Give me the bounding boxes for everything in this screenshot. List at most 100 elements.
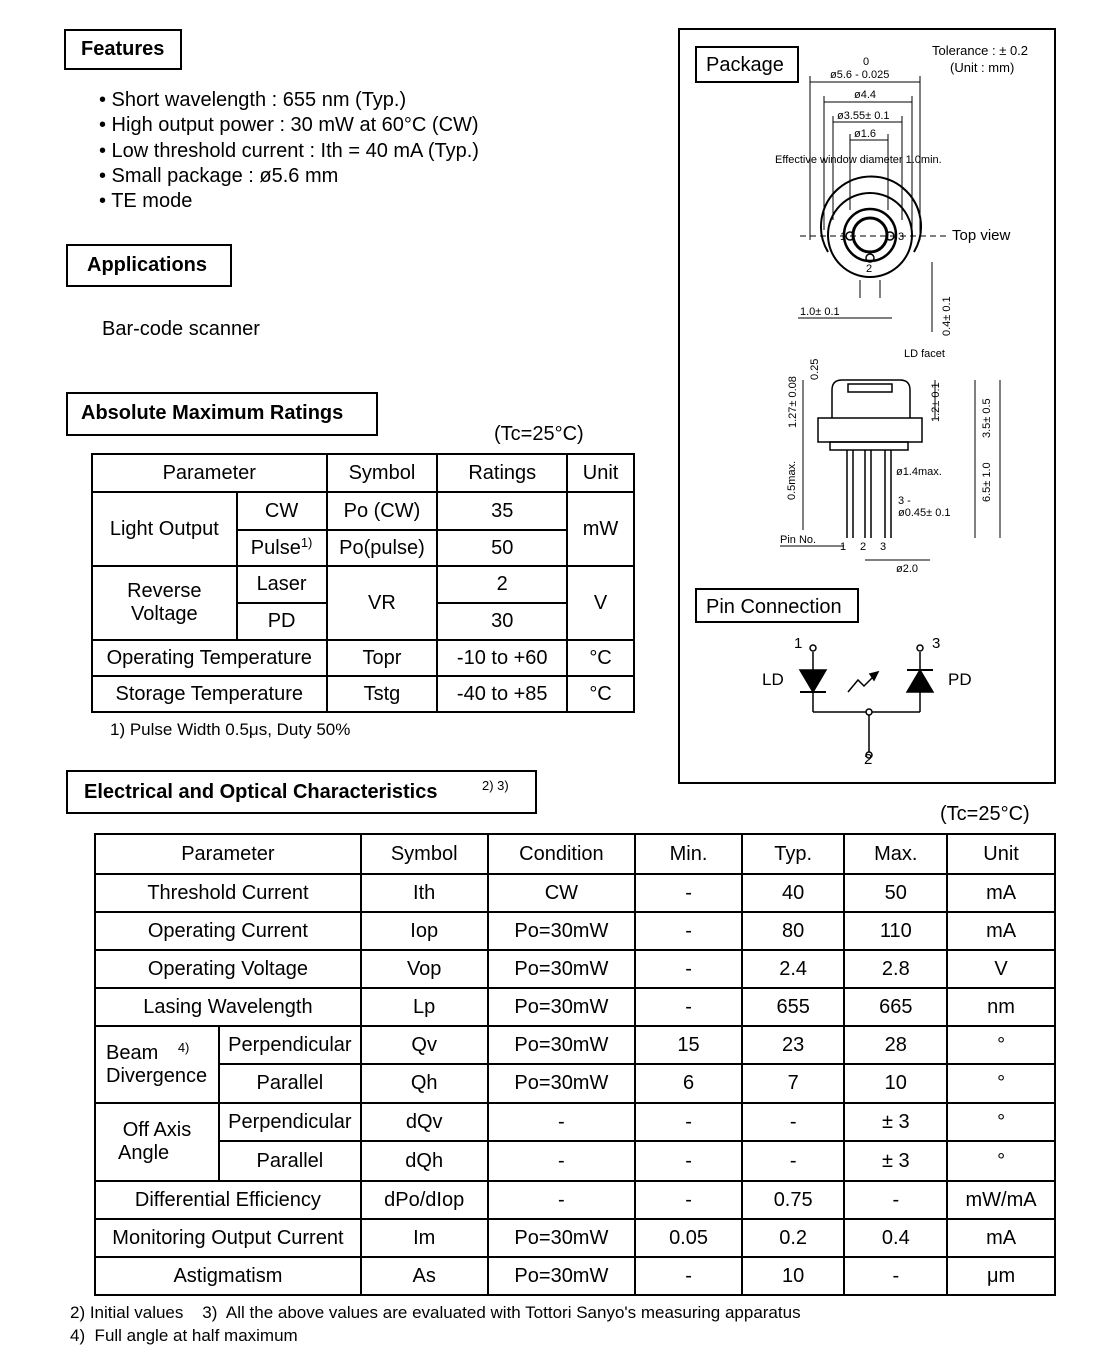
eoc-param: Operating Current <box>94 911 362 951</box>
eoc-cond: Po=30mW <box>486 987 637 1027</box>
package-dim3: 3 - <box>898 495 911 507</box>
package-d355: ø3.55± 0.1 <box>837 110 890 122</box>
eoc-parallel: Parallel <box>217 1140 362 1182</box>
eoc-unit: nm <box>946 987 1056 1027</box>
eoc-sym: Ith <box>359 873 489 913</box>
amr-vr: VR <box>325 565 439 641</box>
feature-item: • Short wavelength : 655 nm (Typ.) <box>99 89 407 111</box>
eoc-parallel: Parallel <box>217 1063 362 1104</box>
eoc-beam-note: 4) <box>177 1039 190 1055</box>
eoc-max: ± 3 <box>843 1102 949 1142</box>
package-dim127: 1.27± 0.08 <box>787 376 799 428</box>
amr-rating: 50 <box>436 529 569 567</box>
eoc-unit: mW/mA <box>946 1180 1056 1220</box>
eoc-sym: Im <box>359 1218 489 1258</box>
side-view-drawing <box>802 379 1001 538</box>
package-drawing: Package Tolerance : ± 0.2 (Unit : mm) 0 … <box>695 43 1028 768</box>
pin-connection-pin3: 3 <box>932 635 940 652</box>
eoc-max: 665 <box>843 987 949 1027</box>
eoc-title-note: 2) 3) <box>482 778 509 793</box>
eoc-param: Threshold Current <box>94 873 362 913</box>
eoc-min: - <box>634 1102 743 1142</box>
amr-unit-degc: °C <box>566 639 635 677</box>
eoc-param: Differential Efficiency <box>94 1180 362 1220</box>
eoc-sym: Qv <box>359 1025 489 1065</box>
eoc-param: Monitoring Output Current <box>94 1218 362 1258</box>
eoc-cond: - <box>486 1102 637 1142</box>
eoc-param: Astigmatism <box>94 1256 362 1296</box>
features-title: Features <box>81 38 165 60</box>
eoc-param: Lasing Wavelength <box>94 987 362 1027</box>
eoc-typ: 10 <box>740 1256 846 1296</box>
pin-connection-schematic <box>809 644 924 759</box>
eoc-param: Operating Voltage <box>94 949 362 989</box>
package-tolerance: Tolerance : ± 0.2 <box>932 43 1028 58</box>
amr-topr: Topr <box>325 639 439 677</box>
amr-st-range: -40 to +85 <box>436 675 569 713</box>
package-d16: ø1.6 <box>854 128 876 140</box>
eoc-cond: Po=30mW <box>486 1025 637 1065</box>
package-d56-sup: 0 <box>863 56 869 68</box>
eoc-footnote-1: 2) Initial values 3) All the above value… <box>70 1303 801 1322</box>
eoc-max: ± 3 <box>843 1140 949 1182</box>
package-dim35: 3.5± 0.5 <box>981 398 993 438</box>
eoc-typ: 655 <box>740 987 846 1027</box>
feature-item: • TE mode <box>99 190 193 213</box>
amr-header-symbol: Symbol <box>325 453 439 493</box>
eoc-unit: ° <box>946 1063 1056 1104</box>
amr-unit-mw: mW <box>566 491 635 567</box>
eoc-cond: Po=30mW <box>486 1218 637 1258</box>
pin-connection-pd: PD <box>948 670 972 689</box>
package-d56: ø5.6 - 0.025 <box>830 69 889 81</box>
eoc-max: 28 <box>843 1025 949 1065</box>
amr-header-box: Absolute Maximum Ratings <box>66 392 378 436</box>
eoc-max: 0.4 <box>843 1218 949 1258</box>
package-window: Effective window diameter 1.0min. <box>775 154 942 166</box>
amr-header-ratings: Ratings <box>436 453 569 493</box>
amr-header-parameter: Parameter <box>91 453 328 493</box>
package-dim045: ø0.45± 0.1 <box>898 507 951 519</box>
eoc-cond: Po=30mW <box>486 911 637 951</box>
eoc-cond: - <box>486 1140 637 1182</box>
eoc-sym: Qh <box>359 1063 489 1104</box>
amr-light-output: Light Output <box>91 491 238 567</box>
package-d44: ø4.4 <box>854 89 876 101</box>
eoc-title: Electrical and Optical Characteristics <box>84 781 438 803</box>
feature-item: • High output power : 30 mW at 60°C (CW) <box>99 114 479 137</box>
eoc-min: - <box>634 1140 743 1182</box>
eoc-table: Parameter Symbol Condition Min. Typ. Max… <box>94 833 1056 1296</box>
eoc-header-condition: Condition <box>486 833 637 875</box>
table-row: Astigmatism As Po=30mW - 10 - μm <box>94 1256 1056 1296</box>
table-row: Threshold Current Ith CW - 40 50 mA <box>94 873 1056 913</box>
eoc-header-unit: Unit <box>946 833 1056 875</box>
package-panel: Package Tolerance : ± 0.2 (Unit : mm) 0 … <box>678 28 1056 784</box>
features-header-box: Features <box>64 29 182 70</box>
package-dim65: 6.5± 1.0 <box>981 462 993 502</box>
eoc-header-typ: Typ. <box>740 833 846 875</box>
package-dim10: 1.0± 0.1 <box>800 306 840 318</box>
amr-unit-degc: °C <box>566 675 635 713</box>
amr-op-temp: Operating Temperature <box>91 639 328 677</box>
eoc-min: - <box>634 1256 743 1296</box>
amr-rating: 30 <box>436 602 569 641</box>
table-row: Operating Current Iop Po=30mW - 80 110 m… <box>94 911 1056 951</box>
eoc-unit: ° <box>946 1025 1056 1065</box>
eoc-unit: V <box>946 949 1056 989</box>
package-dim05: 0.5max. <box>786 461 798 500</box>
amr-st-temp: Storage Temperature <box>91 675 328 713</box>
eoc-unit: ° <box>946 1102 1056 1142</box>
table-row: Lasing Wavelength Lp Po=30mW - 655 665 n… <box>94 987 1056 1027</box>
table-row: Parallel Qh Po=30mW 6 7 10 ° <box>95 1063 1056 1104</box>
eoc-typ: - <box>740 1140 846 1182</box>
eoc-sym: Lp <box>359 987 489 1027</box>
eoc-typ: 0.75 <box>740 1180 846 1220</box>
feature-item: • Small package : ø5.6 mm <box>99 164 339 187</box>
table-row: Differential Efficiency dPo/dIop - - 0.7… <box>94 1180 1056 1220</box>
eoc-min: 15 <box>634 1025 743 1065</box>
package-pin2-label: 2 <box>866 263 872 275</box>
eoc-off-axis-angle: Off Axis Angle <box>94 1102 220 1182</box>
pin-connection-label-box <box>695 588 859 623</box>
package-title: Package <box>706 54 784 76</box>
eoc-unit: mA <box>946 873 1056 913</box>
